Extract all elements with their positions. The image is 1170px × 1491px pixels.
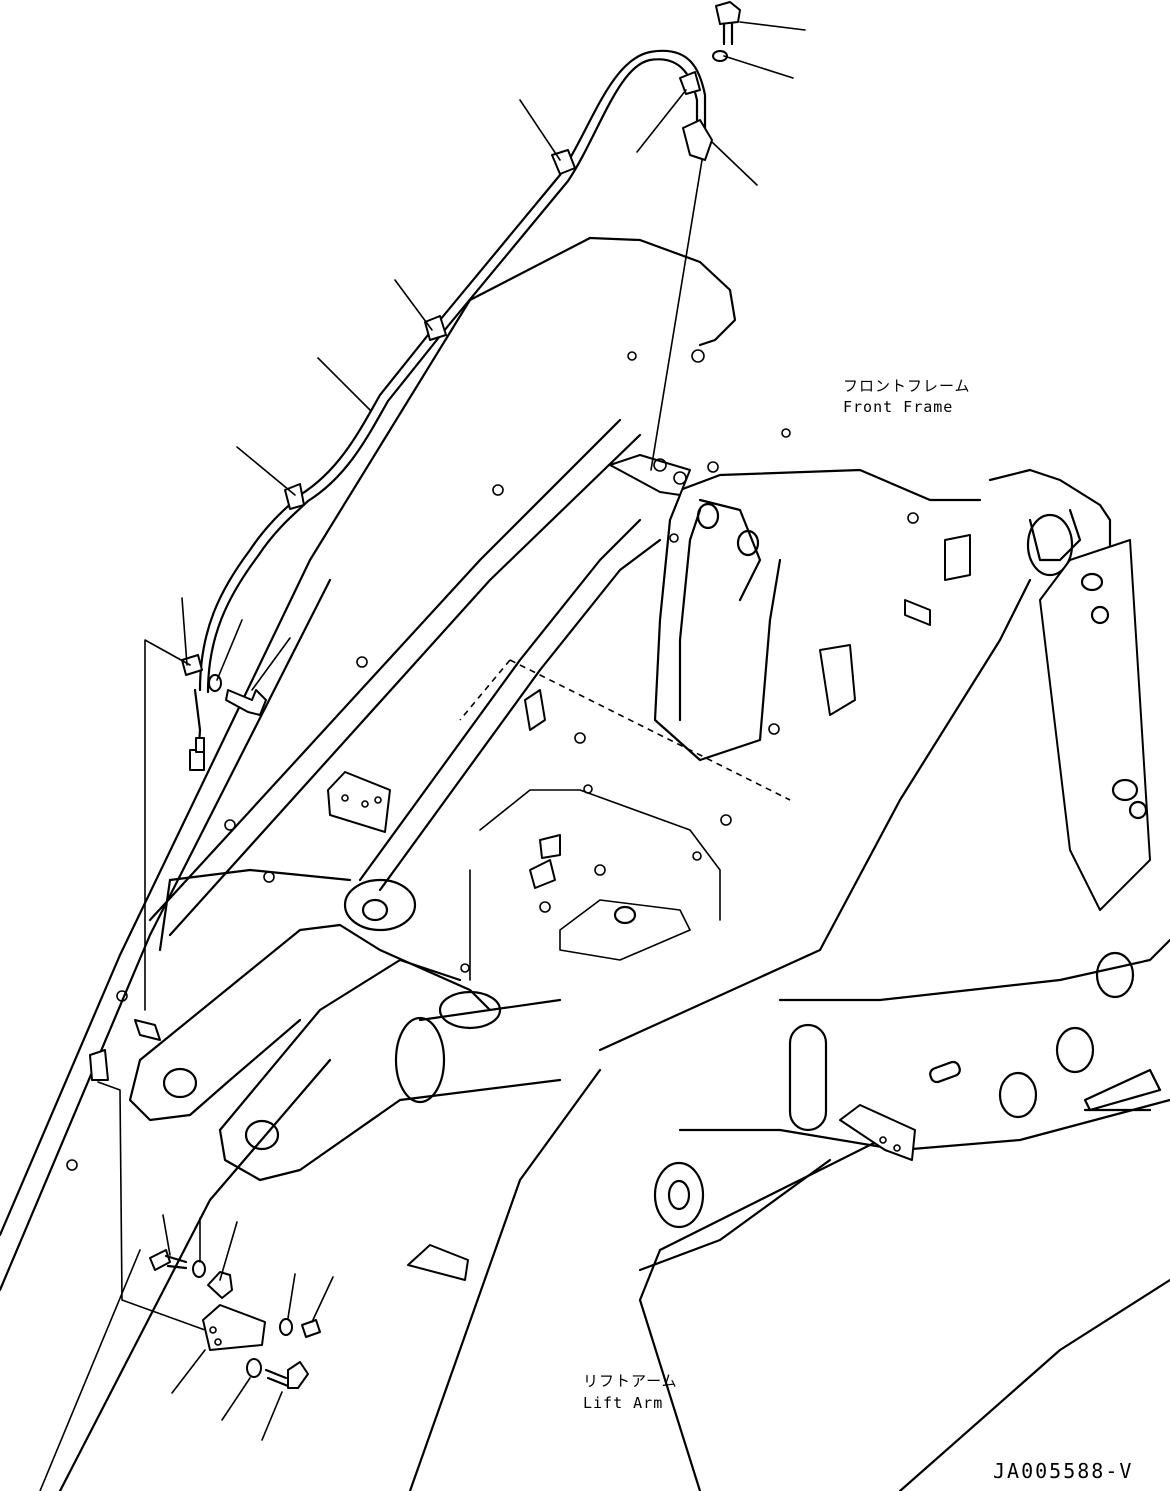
lift-arm <box>0 236 1170 1491</box>
front-frame <box>598 468 1170 1229</box>
wiring-harness <box>181 49 713 771</box>
mounting-brackets <box>89 454 971 1281</box>
bolt-holes <box>66 349 919 1171</box>
bellcrank-link <box>128 868 562 1182</box>
front-frame-label-jp: フロントフレーム <box>843 377 971 395</box>
drawing-code: JA005588-V <box>993 1459 1133 1483</box>
front-frame-label-en: Front Frame <box>843 398 953 416</box>
lift-arm-label-jp: リフトアーム <box>583 1372 678 1390</box>
leader-lines <box>97 21 806 1441</box>
lift-arm-label-en: Lift Arm <box>583 1394 663 1412</box>
center-plate <box>459 659 791 981</box>
fasteners <box>149 1 741 1389</box>
